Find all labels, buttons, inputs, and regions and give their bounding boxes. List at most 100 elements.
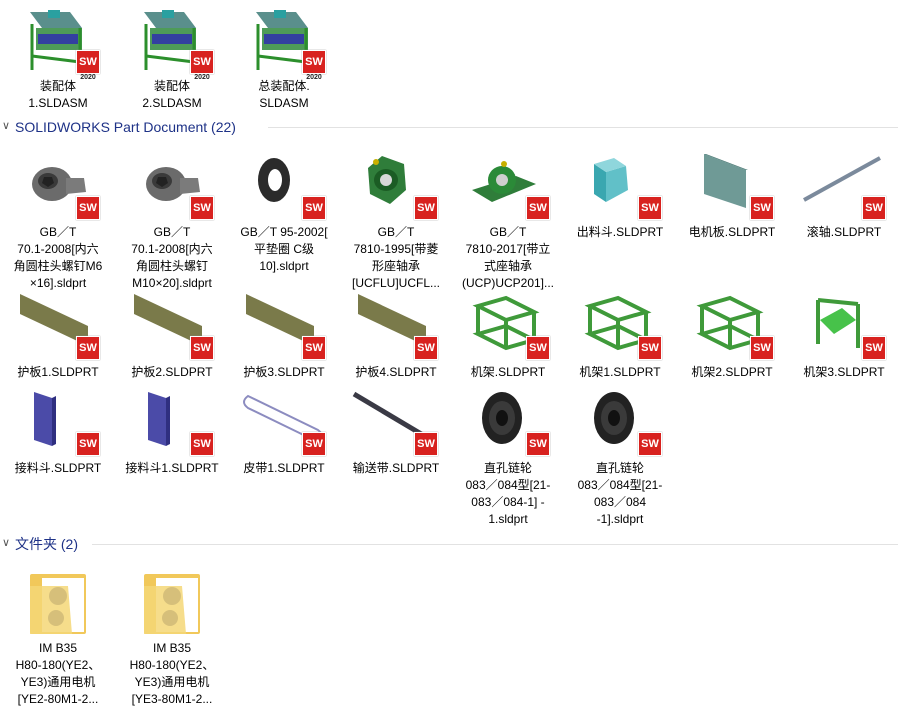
part-item[interactable]: SW 接料斗1.SLDPRT xyxy=(118,386,226,477)
solidworks-badge-icon: SW xyxy=(190,432,214,456)
solidworks-badge-icon: SW xyxy=(190,336,214,360)
frame-chute-icon: SW xyxy=(794,290,894,362)
solidworks-badge-icon: SW xyxy=(526,432,550,456)
file-name-label: 护板3.SLDPRT xyxy=(243,365,325,379)
version-year: 2020 xyxy=(80,74,96,81)
part-item[interactable]: SW 护板3.SLDPRT xyxy=(230,290,338,381)
group-header-parts[interactable]: ∨ SOLIDWORKS Part Document (22) xyxy=(0,117,898,137)
sprocket-icon: SW xyxy=(458,386,558,458)
part-item[interactable]: SW 机架.SLDPRT xyxy=(454,290,562,381)
solidworks-badge-icon: SW xyxy=(76,432,100,456)
solidworks-badge-icon: SW xyxy=(414,432,438,456)
receiving-hopper-icon: SW xyxy=(122,386,222,458)
folder-icon xyxy=(122,566,222,638)
solidworks-badge-icon: SW xyxy=(638,432,662,456)
solidworks-badge-icon: SW xyxy=(302,196,326,220)
file-name-label: 电机板.SLDPRT xyxy=(688,225,776,239)
chevron-down-icon[interactable]: ∨ xyxy=(2,120,11,132)
solidworks-badge-icon: SW xyxy=(302,336,326,360)
belt-icon: SW xyxy=(234,386,334,458)
solidworks-badge-icon: SW xyxy=(190,196,214,220)
file-name-label: 接料斗1.SLDPRT xyxy=(125,461,219,475)
part-item[interactable]: SW 输送带.SLDPRT xyxy=(342,386,450,477)
file-name-label: 护板2.SLDPRT xyxy=(131,365,213,379)
part-item[interactable]: SW 机架2.SLDPRT xyxy=(678,290,786,381)
part-item[interactable]: SW 护板2.SLDPRT xyxy=(118,290,226,381)
group-title: SOLIDWORKS Part Document (22) xyxy=(15,119,236,135)
version-year: 2020 xyxy=(306,74,322,81)
guard-plate-icon: SW xyxy=(122,290,222,362)
part-item[interactable]: SW 皮带1.SLDPRT xyxy=(230,386,338,477)
solidworks-badge-icon: SW xyxy=(526,336,550,360)
chevron-down-icon[interactable]: ∨ xyxy=(2,537,11,549)
solidworks-badge-icon: SW xyxy=(76,336,100,360)
solidworks-badge-icon: SW xyxy=(414,336,438,360)
version-year: 2020 xyxy=(194,74,210,81)
guard-plate-icon: SW xyxy=(8,290,108,362)
solidworks-badge-icon: SW xyxy=(638,196,662,220)
hex-socket-screw-icon: SW xyxy=(8,150,108,222)
group-title: 文件夹 (2) xyxy=(15,536,78,552)
file-name-label: 机架1.SLDPRT xyxy=(579,365,661,379)
solidworks-badge-icon: SW xyxy=(302,432,326,456)
solidworks-badge-icon: SW xyxy=(750,196,774,220)
folder-icon xyxy=(8,566,108,638)
file-name-label: 总装配体.SLDASM xyxy=(258,79,310,110)
file-name-label: 皮带1.SLDPRT xyxy=(243,461,325,475)
file-name-label: 机架2.SLDPRT xyxy=(691,365,773,379)
file-name-label: 护板4.SLDPRT xyxy=(355,365,437,379)
group-divider xyxy=(92,544,898,545)
part-item[interactable]: SW 护板4.SLDPRT xyxy=(342,290,450,381)
flange-bearing-icon: SW xyxy=(346,150,446,222)
hex-socket-screw-icon: SW xyxy=(122,150,222,222)
sprocket-icon: SW xyxy=(570,386,670,458)
pillow-block-icon: SW xyxy=(458,150,558,222)
file-name-label: 机架.SLDPRT xyxy=(470,365,546,379)
conveyor-belt-icon: SW xyxy=(346,386,446,458)
solidworks-badge-icon: SW xyxy=(750,336,774,360)
group-header-folders[interactable]: ∨ 文件夹 (2) xyxy=(0,534,898,554)
file-name-label: 输送带.SLDPRT xyxy=(352,461,440,475)
part-item[interactable]: SW 电机板.SLDPRT xyxy=(678,150,786,241)
plate-icon: SW xyxy=(682,150,782,222)
washer-icon: SW xyxy=(234,150,334,222)
solidworks-badge-icon: SW xyxy=(414,196,438,220)
solidworks-badge-icon: SW xyxy=(862,336,886,360)
solidworks-badge-icon: SW xyxy=(76,196,100,220)
guard-plate-icon: SW xyxy=(346,290,446,362)
solidworks-badge-icon: SW xyxy=(862,196,886,220)
shaft-icon: SW xyxy=(794,150,894,222)
